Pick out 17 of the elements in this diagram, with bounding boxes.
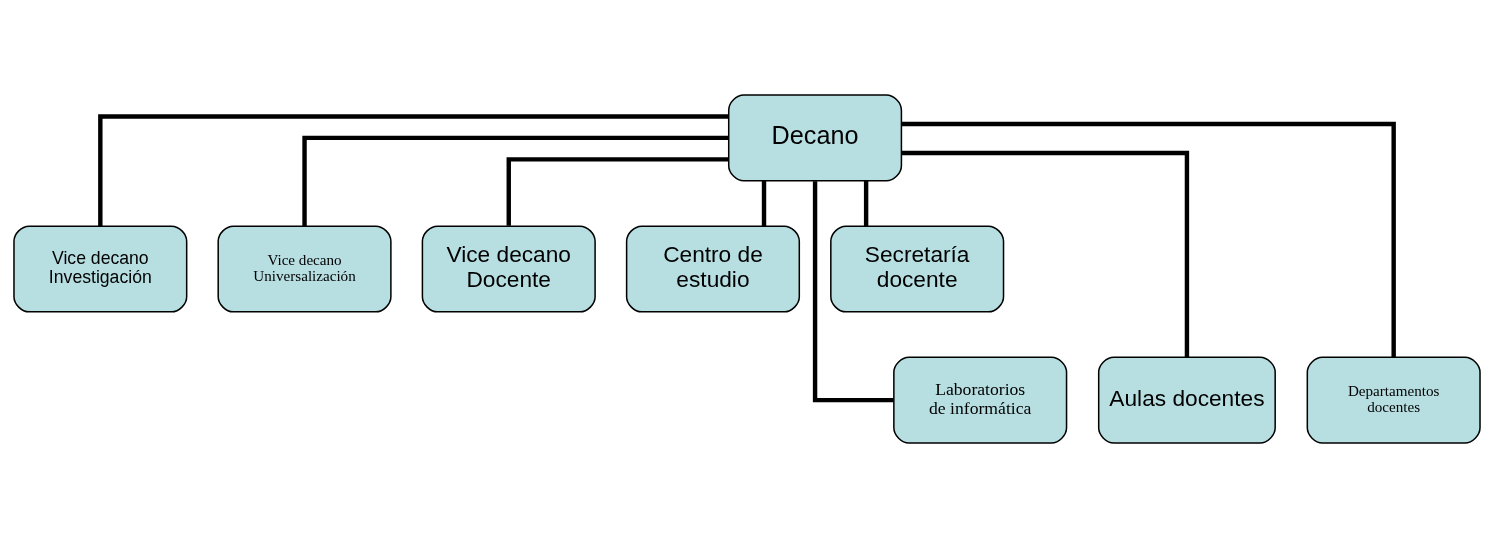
node-box: Aulas docentes bbox=[1097, 356, 1276, 444]
connector bbox=[98, 113, 729, 226]
connector bbox=[761, 180, 767, 226]
connector bbox=[506, 156, 729, 226]
node-box: Decano bbox=[727, 93, 903, 181]
node-box: Departamentos docentes bbox=[1306, 356, 1481, 444]
node-box: Vice decano Docente bbox=[421, 224, 596, 313]
connector bbox=[901, 121, 1396, 357]
node-box: Vice decano Universalización bbox=[217, 224, 392, 313]
node-box: Secretaría docente bbox=[830, 224, 1005, 313]
node-box: Laboratorios de informática bbox=[893, 356, 1068, 444]
node-box: Centro de estudio bbox=[625, 224, 801, 313]
connector bbox=[901, 150, 1190, 357]
connector bbox=[812, 180, 894, 402]
connector bbox=[302, 135, 729, 226]
node-box: Vice decano Investigación bbox=[13, 224, 188, 313]
connector bbox=[863, 180, 869, 226]
